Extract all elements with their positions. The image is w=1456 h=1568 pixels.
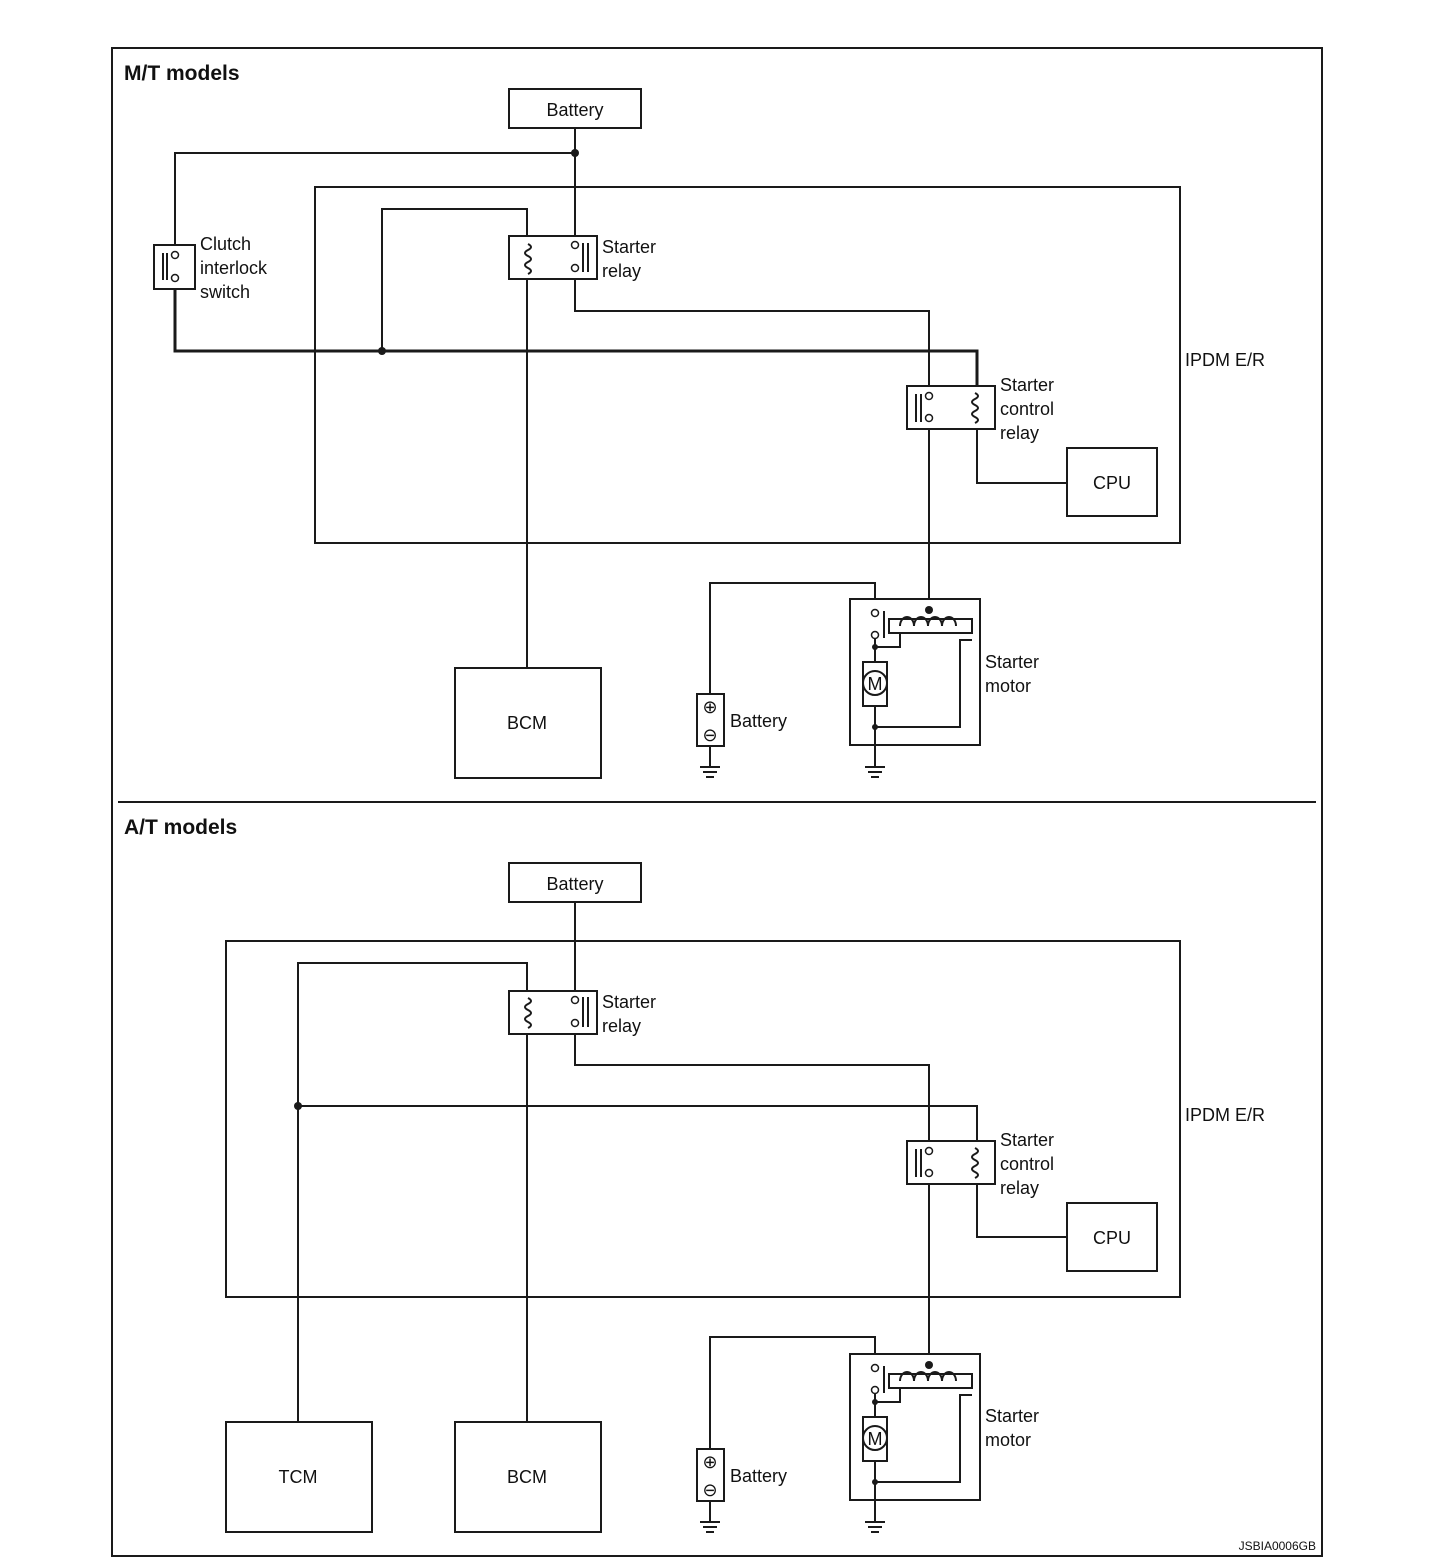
wire-relay-to-control	[574, 1025, 930, 1147]
starter-motor-label-1: Starter	[985, 1406, 1039, 1426]
wire-battery-starter	[709, 1336, 876, 1450]
bcm-label: BCM	[507, 713, 547, 733]
control-relay-label-3: relay	[1000, 1178, 1039, 1198]
cpu-box	[1066, 447, 1158, 517]
bcm-label: BCM	[507, 1467, 547, 1487]
outer-frame	[111, 47, 1323, 1557]
plus-symbol: ⊕	[702, 1452, 717, 1472]
wire-battery-starter	[709, 582, 876, 696]
starter-motor: M	[849, 598, 981, 778]
wire-clutch-control-relay	[173, 288, 979, 391]
ipdm-box	[314, 186, 1181, 544]
control-relay-label-2: control	[1000, 1154, 1054, 1174]
motor-symbol: M	[868, 674, 883, 694]
battery-label-top: Battery	[546, 100, 603, 120]
minus-symbol: ⊖	[702, 1480, 717, 1500]
at-section: A/T models IPDM E/R Battery Starter rela…	[124, 816, 1265, 1533]
starter-motor-label-1: Starter	[985, 652, 1039, 672]
mt-section: M/T models IPDM E/R Battery Clutch inter…	[124, 62, 1265, 779]
ipdm-box	[225, 940, 1181, 1298]
battery-box-top	[508, 862, 642, 903]
starter-relay-label-2: relay	[602, 1016, 641, 1036]
wire-relay-coil-feed	[381, 208, 528, 351]
battery-bottom: ⊕ ⊖	[696, 693, 725, 778]
starter-motor-label-2: motor	[985, 1430, 1031, 1450]
starter-relay-label-1: Starter	[602, 992, 656, 1012]
bcm-box	[454, 1421, 602, 1533]
wire-control-cpu	[976, 1174, 1067, 1238]
starter-motor-label-2: motor	[985, 676, 1031, 696]
wire-tcm-control-relay	[298, 1105, 978, 1145]
minus-symbol: ⊖	[702, 725, 717, 745]
bcm-box	[454, 667, 602, 779]
control-relay-label-2: control	[1000, 399, 1054, 419]
clutch-label-3: switch	[200, 282, 250, 302]
mt-section-title: M/T models	[124, 62, 240, 85]
battery-box-top	[508, 88, 642, 129]
battery-label-top: Battery	[546, 874, 603, 894]
starter-relay	[508, 990, 598, 1035]
junction-dot	[378, 347, 386, 355]
starter-relay-label-1: Starter	[602, 237, 656, 257]
clutch-label-1: Clutch	[200, 234, 251, 254]
wire-relay-to-control	[574, 271, 930, 392]
battery-label-bottom: Battery	[730, 711, 787, 731]
starter-motor: M	[849, 1353, 981, 1533]
cpu-box	[1066, 1202, 1158, 1272]
plus-symbol: ⊕	[702, 697, 717, 717]
control-relay-label-1: Starter	[1000, 375, 1054, 395]
ipdm-label: IPDM E/R	[1185, 350, 1265, 370]
wire-tcm-relay-coil	[297, 962, 528, 1422]
at-section-title: A/T models	[124, 816, 237, 839]
tcm-box	[225, 1421, 373, 1533]
ipdm-label: IPDM E/R	[1185, 1105, 1265, 1125]
control-relay-label-3: relay	[1000, 423, 1039, 443]
starter-control-relay	[906, 385, 996, 430]
starter-relay-label-2: relay	[602, 261, 641, 281]
battery-bottom: ⊕ ⊖	[696, 1448, 725, 1533]
junction-dot	[571, 149, 579, 157]
starter-relay	[508, 235, 598, 280]
cpu-label: CPU	[1093, 473, 1131, 493]
clutch-label-2: interlock	[200, 258, 268, 278]
motor-symbol: M	[868, 1429, 883, 1449]
wire-battery-clutch	[174, 152, 575, 247]
battery-label-bottom: Battery	[730, 1466, 787, 1486]
junction-dot	[294, 1102, 302, 1110]
figure-code: JSBIA0006GB	[1239, 1539, 1316, 1553]
cpu-label: CPU	[1093, 1228, 1131, 1248]
clutch-interlock-switch	[153, 244, 196, 290]
starter-control-relay	[906, 1140, 996, 1185]
control-relay-label-1: Starter	[1000, 1130, 1054, 1150]
tcm-label: TCM	[279, 1467, 318, 1487]
wire-control-cpu	[976, 420, 1067, 484]
